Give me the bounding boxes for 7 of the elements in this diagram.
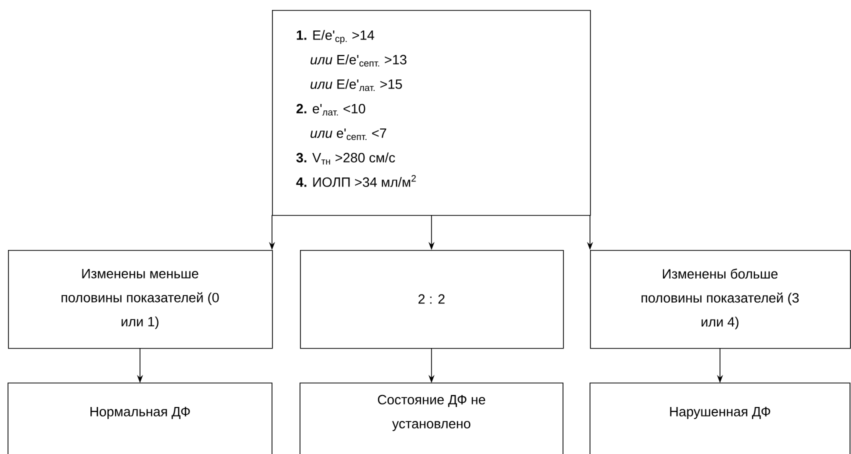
process-box: 2 : 2 xyxy=(300,250,564,349)
result-box: Нарушенная ДФ xyxy=(590,382,850,454)
process-box: Изменены больше половины показателей (3 или 4) xyxy=(590,250,851,349)
process-box: Изменены меньше половины показателей (0 или 1) xyxy=(8,250,273,349)
result-box: Нормальная ДФ xyxy=(8,382,272,454)
criteria-box: 1. E/e'$_{ср.}$ >14 или E/e'$_{септ.}$ >13 или E/e'$_{лат.}$ >15 2. e'$_{лат.}$ <10 или e'$_{септ.}$ <7 3. V$_{тн}$ >280 см/с 4. ИОЛП >34 мл/м$^{2}$ xyxy=(272,10,591,216)
result-box: Состояние ДФ не установлено xyxy=(300,382,564,454)
